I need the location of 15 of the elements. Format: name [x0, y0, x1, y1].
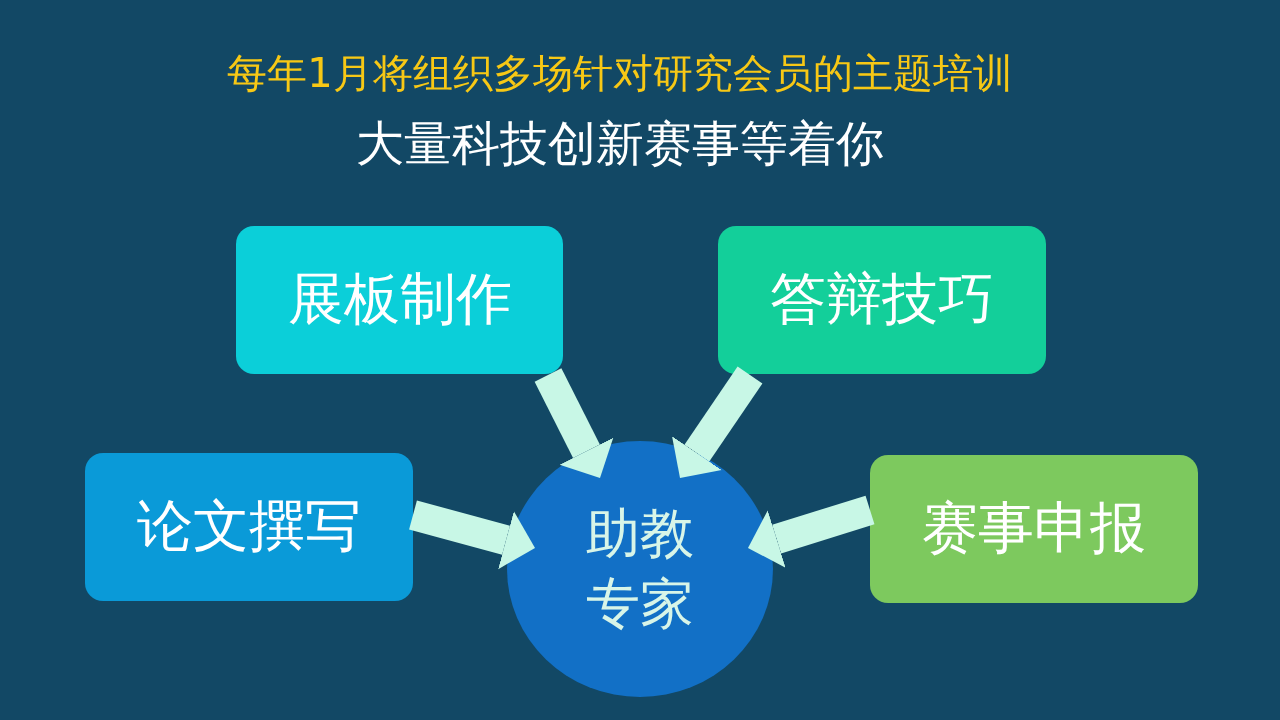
node-label: 赛事申报: [922, 494, 1146, 562]
node-label: 论文撰写: [137, 492, 361, 560]
arrow: [672, 366, 763, 478]
topic-box: [85, 453, 413, 601]
topic-box: [718, 226, 1046, 374]
topic-box: [870, 455, 1198, 603]
node-label: 助教专家: [585, 500, 695, 637]
node-label: 展板制作: [287, 265, 512, 333]
arrow: [534, 368, 614, 478]
topic-box: [236, 226, 563, 374]
arrow: [409, 500, 535, 570]
arrow: [748, 495, 875, 568]
subtitle: 大量科技创新赛事等着你: [355, 114, 885, 173]
title: 每年1月将组织多场针对研究会员的主题培训: [226, 49, 1014, 98]
node-label: 答辩技巧: [770, 265, 994, 333]
